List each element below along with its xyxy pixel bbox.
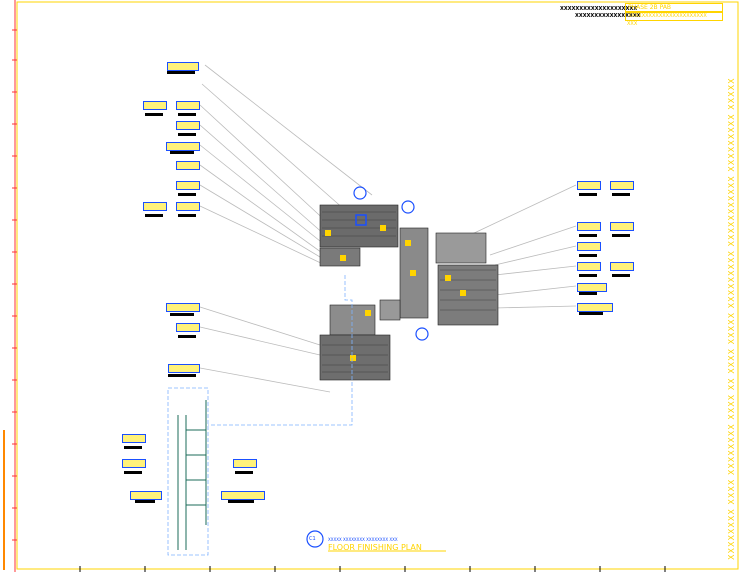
legend-bar	[579, 254, 597, 257]
legend-tag	[166, 303, 200, 312]
legend-tag	[610, 262, 634, 271]
legend-tag	[122, 459, 146, 468]
legend-bar	[145, 214, 163, 217]
drawing-subtitle: XXXXX XXXXXXXX XXXXXXXX XXX	[328, 537, 398, 542]
company-name-line1: XXXXXXXXXXXXXXXXXXXX	[560, 6, 638, 12]
legend-tag	[233, 459, 257, 468]
legend-bar	[167, 71, 195, 74]
legend-tag	[176, 202, 200, 211]
side-note-strip: XXXXXXXX XXXX XXXXXXXX XXXX XX XXXX XXXX…	[727, 77, 736, 560]
legend-tag	[577, 283, 607, 292]
legend-tag	[176, 101, 200, 110]
legend-bar	[579, 193, 597, 196]
legend-bar	[579, 312, 603, 315]
callout-number: C1	[309, 536, 316, 542]
legend-bar	[228, 500, 254, 503]
legend-bar	[135, 500, 155, 503]
legend-bar	[168, 374, 196, 377]
legend-tag	[167, 62, 199, 71]
legend-tag	[577, 303, 613, 312]
legend-bar	[124, 471, 142, 474]
legend-bar	[178, 193, 196, 196]
legend-bar	[170, 313, 194, 316]
company-name-line2: XXXXXXXXXXXXXXXXX	[575, 13, 641, 19]
legend-tag	[122, 434, 146, 443]
legend-bar	[612, 193, 630, 196]
legend-tag	[130, 491, 162, 500]
legend-bar	[145, 113, 163, 116]
legend-bar	[178, 113, 196, 116]
legend-tag	[176, 161, 200, 170]
legend-tag	[577, 242, 601, 251]
legend-tag	[610, 181, 634, 190]
legend-bar	[579, 292, 597, 295]
legend-bar	[178, 335, 196, 338]
project-subtitle: XXXXXXXXXXXXXXXXXXXXXXX	[625, 12, 723, 21]
legend-tag	[176, 121, 200, 130]
legend-tag	[168, 364, 200, 373]
legend-tag	[176, 323, 200, 332]
legend-tag	[610, 222, 634, 231]
legend-bar	[612, 274, 630, 277]
legend-bar	[579, 234, 597, 237]
legend-tag	[577, 262, 601, 271]
legend-bar	[124, 446, 142, 449]
legend-tag	[143, 202, 167, 211]
legend-bar	[170, 151, 194, 154]
legend-bar	[579, 274, 597, 277]
legend-bar	[178, 133, 196, 136]
drawing-title: FLOOR FINISHING PLAN	[328, 543, 422, 552]
legend-tag	[176, 181, 200, 190]
legend-bar	[178, 214, 196, 217]
project-code: XXX	[627, 21, 638, 27]
legend-bar	[235, 471, 253, 474]
legend-tag	[577, 222, 601, 231]
legend-tag	[143, 101, 167, 110]
project-title: PHASE 2B PAB	[625, 3, 723, 12]
floor-plan	[319, 204, 499, 381]
legend-bar	[612, 234, 630, 237]
legend-tag	[577, 181, 601, 190]
legend-tag	[221, 491, 265, 500]
legend-tag	[166, 142, 200, 151]
